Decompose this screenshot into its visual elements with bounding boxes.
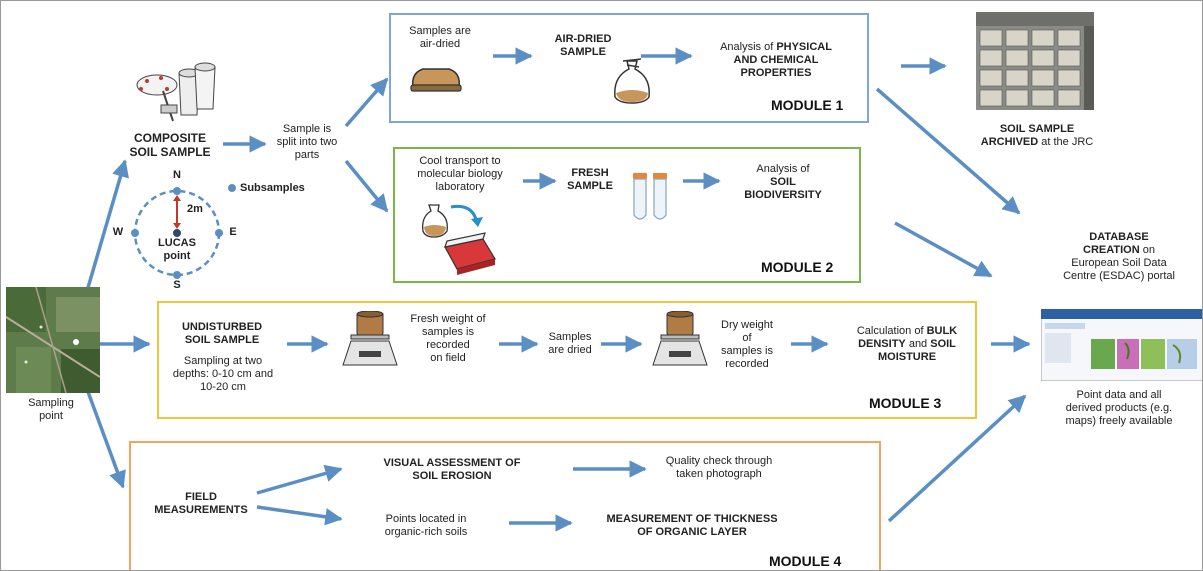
test-tubes-icon <box>633 173 667 220</box>
archive-shelves-icon <box>976 12 1094 110</box>
tied-sample-bag-icon <box>614 58 650 104</box>
compass-north: N <box>173 169 181 181</box>
lab-scale-icon-dry <box>652 311 708 366</box>
module-3-box <box>157 301 977 419</box>
soil-sampling-tools-icon <box>136 62 216 122</box>
arrow-m2-to-database <box>894 221 993 278</box>
m2-analysis-biodiversity: Analysis of SOIL BIODIVERSITY <box>744 163 822 201</box>
module-4-box <box>129 441 881 570</box>
database-note: Point data and all derived products (e.g… <box>1065 389 1173 427</box>
module-3-label: MODULE 3 <box>869 395 942 411</box>
lab-scale-icon-fresh <box>342 311 398 366</box>
compass-east: E <box>229 226 237 238</box>
subsamples-legend-dot <box>228 184 236 192</box>
cool-box-icon <box>422 204 496 275</box>
arrow-split-to-module1 <box>344 77 389 128</box>
arrow-m1-to-database <box>875 87 1021 215</box>
distance-label: 2m <box>187 203 203 215</box>
portal-screenshot-icon <box>1041 309 1202 381</box>
subsample-compass-diagram <box>131 187 223 279</box>
soil-bag-icon <box>410 68 462 92</box>
arrow-field-to-visual <box>256 464 343 495</box>
m3-calculation: Calculation of BULK DENSITY and SOIL MOI… <box>856 325 958 363</box>
subsamples-legend-label: Subsamples <box>240 182 305 194</box>
compass-west: W <box>112 226 124 238</box>
aerial-photo-icon <box>6 287 100 393</box>
arrow-m4-to-database <box>887 394 1027 523</box>
module-1-label: MODULE 1 <box>771 97 844 113</box>
compass-south: S <box>173 279 181 291</box>
module-2-label: MODULE 2 <box>761 259 834 275</box>
arrow-field-to-points <box>256 505 343 526</box>
database-creation-label: DATABASE CREATION on European Soil Data … <box>1063 231 1175 282</box>
archive-label: SOIL SAMPLE ARCHIVED at the JRC <box>980 123 1094 148</box>
m1-analysis-physical-chemical: Analysis of PHYSICAL AND CHEMICAL PROPER… <box>720 41 832 79</box>
arrow-split-to-module2 <box>344 159 389 213</box>
module-4-label: MODULE 4 <box>769 553 842 569</box>
